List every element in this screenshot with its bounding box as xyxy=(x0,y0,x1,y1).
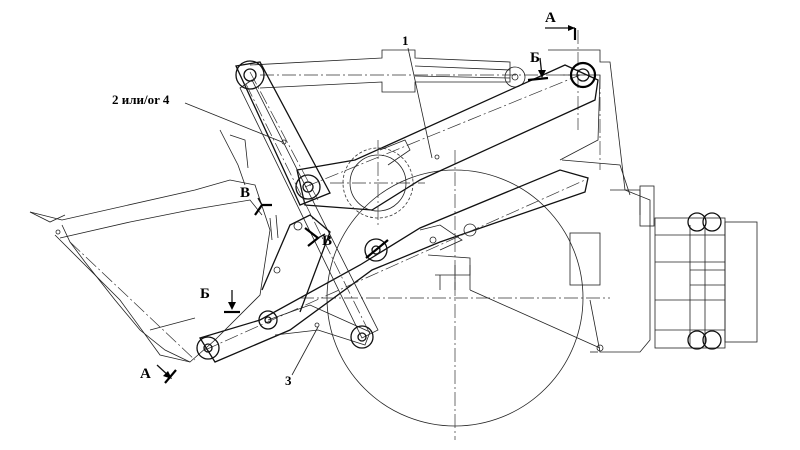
section-marker-b-top: Б xyxy=(527,50,549,82)
front-wheel xyxy=(300,150,610,440)
callout-label-3: 3 xyxy=(285,373,292,388)
bucket xyxy=(29,129,281,363)
section-label-v-left: В xyxy=(240,185,250,201)
link-part-2-or-4 xyxy=(235,61,379,339)
callout-part-1: 1 xyxy=(402,33,433,159)
callout-label-1: 1 xyxy=(402,33,409,48)
section-label-a-top: А xyxy=(545,10,556,26)
section-marker-b-left: Б xyxy=(200,286,240,314)
callout-part-2-or-4: 2 или/or 4 xyxy=(112,92,283,143)
top-right-pivot xyxy=(569,61,597,89)
top-left-pivot xyxy=(235,60,265,90)
lift-arm-part-1 xyxy=(295,64,599,211)
tractor-frame xyxy=(548,30,758,353)
callout-label-2-or-4: 2 или/or 4 xyxy=(112,92,170,107)
section-marker-v-left: В xyxy=(240,185,272,216)
section-marker-v-right: В xyxy=(304,227,332,249)
section-marker-a-bottom: А xyxy=(140,364,177,384)
callout-part-3: 3 xyxy=(285,326,319,388)
tilt-linkage xyxy=(196,214,374,360)
cross-member-hub xyxy=(330,140,425,225)
section-marker-a-top: А xyxy=(545,10,577,40)
section-label-v-right: В xyxy=(322,233,332,249)
section-label-b-left: Б xyxy=(200,286,210,302)
section-label-a-bottom: А xyxy=(140,366,151,382)
lower-arm xyxy=(198,169,601,363)
section-label-b-top: Б xyxy=(530,50,540,66)
lift-cylinder xyxy=(249,49,580,93)
